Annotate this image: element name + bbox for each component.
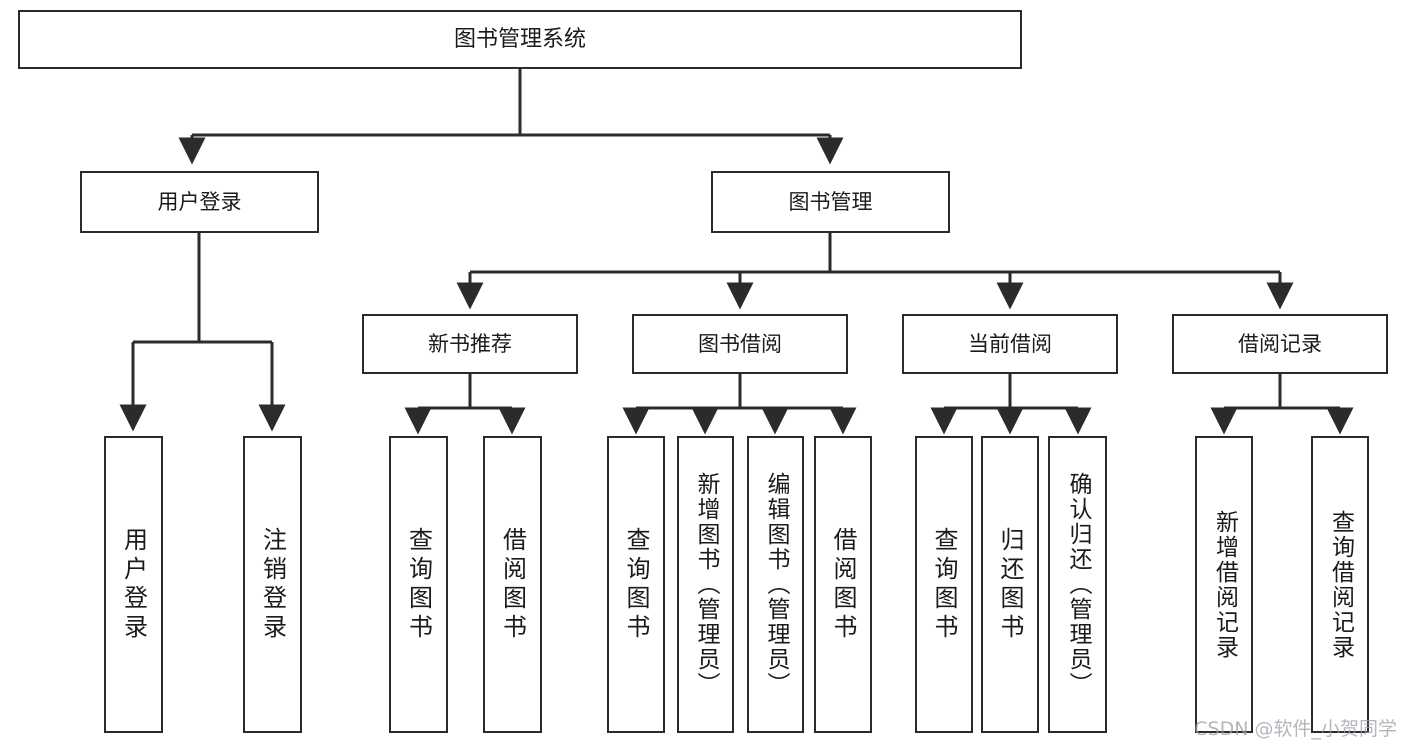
node-label: 查询图书 [622,526,650,643]
node-book-borrow[interactable]: 图书借阅 [632,314,848,374]
node-label: 编辑图书（管理员） [763,472,789,697]
node-label: 注销登录 [258,526,287,643]
node-leaf-borrow-book-borrow[interactable]: 借阅图书 [814,436,872,733]
node-leaf-confirm-return[interactable]: 确认归还（管理员） [1048,436,1107,733]
node-book-management-system[interactable]: 图书管理系统 [18,10,1022,69]
node-label: 确认归还（管理员） [1065,472,1091,697]
node-label: 当前借阅 [968,331,1052,356]
node-leaf-borrow-book-recommend[interactable]: 借阅图书 [483,436,542,733]
node-leaf-query-book-borrow[interactable]: 查询图书 [607,436,665,733]
node-label: 图书管理 [788,189,873,214]
node-leaf-edit-book[interactable]: 编辑图书（管理员） [747,436,804,733]
node-label: 借阅图书 [829,526,857,643]
node-label: 新增借阅记录 [1211,509,1238,660]
node-new-book-recommend[interactable]: 新书推荐 [362,314,578,374]
node-label: 新书推荐 [428,331,512,356]
node-label: 借阅图书 [498,526,527,643]
node-user-login[interactable]: 用户登录 [80,171,319,233]
node-current-borrow[interactable]: 当前借阅 [902,314,1118,374]
node-label: 用户登录 [119,526,148,643]
node-borrow-record[interactable]: 借阅记录 [1172,314,1388,374]
node-label: 归还图书 [996,526,1024,643]
node-leaf-query-book-current[interactable]: 查询图书 [915,436,973,733]
node-label: 图书管理系统 [453,26,586,52]
node-leaf-user-login[interactable]: 用户登录 [104,436,163,733]
node-label: 借阅记录 [1238,331,1322,356]
node-label: 图书借阅 [698,331,782,356]
node-leaf-add-book[interactable]: 新增图书（管理员） [677,436,734,733]
node-leaf-logout-login[interactable]: 注销登录 [243,436,302,733]
node-label: 查询借阅记录 [1327,509,1354,660]
node-leaf-query-borrow-record[interactable]: 查询借阅记录 [1311,436,1369,733]
node-leaf-return-book[interactable]: 归还图书 [981,436,1039,733]
node-label: 新增图书（管理员） [693,472,719,697]
node-label: 查询图书 [404,526,433,643]
node-leaf-query-book-recommend[interactable]: 查询图书 [389,436,448,733]
node-label: 查询图书 [930,526,958,643]
node-book-management[interactable]: 图书管理 [711,171,950,233]
node-label: 用户登录 [157,189,242,214]
node-leaf-add-borrow-record[interactable]: 新增借阅记录 [1195,436,1253,733]
